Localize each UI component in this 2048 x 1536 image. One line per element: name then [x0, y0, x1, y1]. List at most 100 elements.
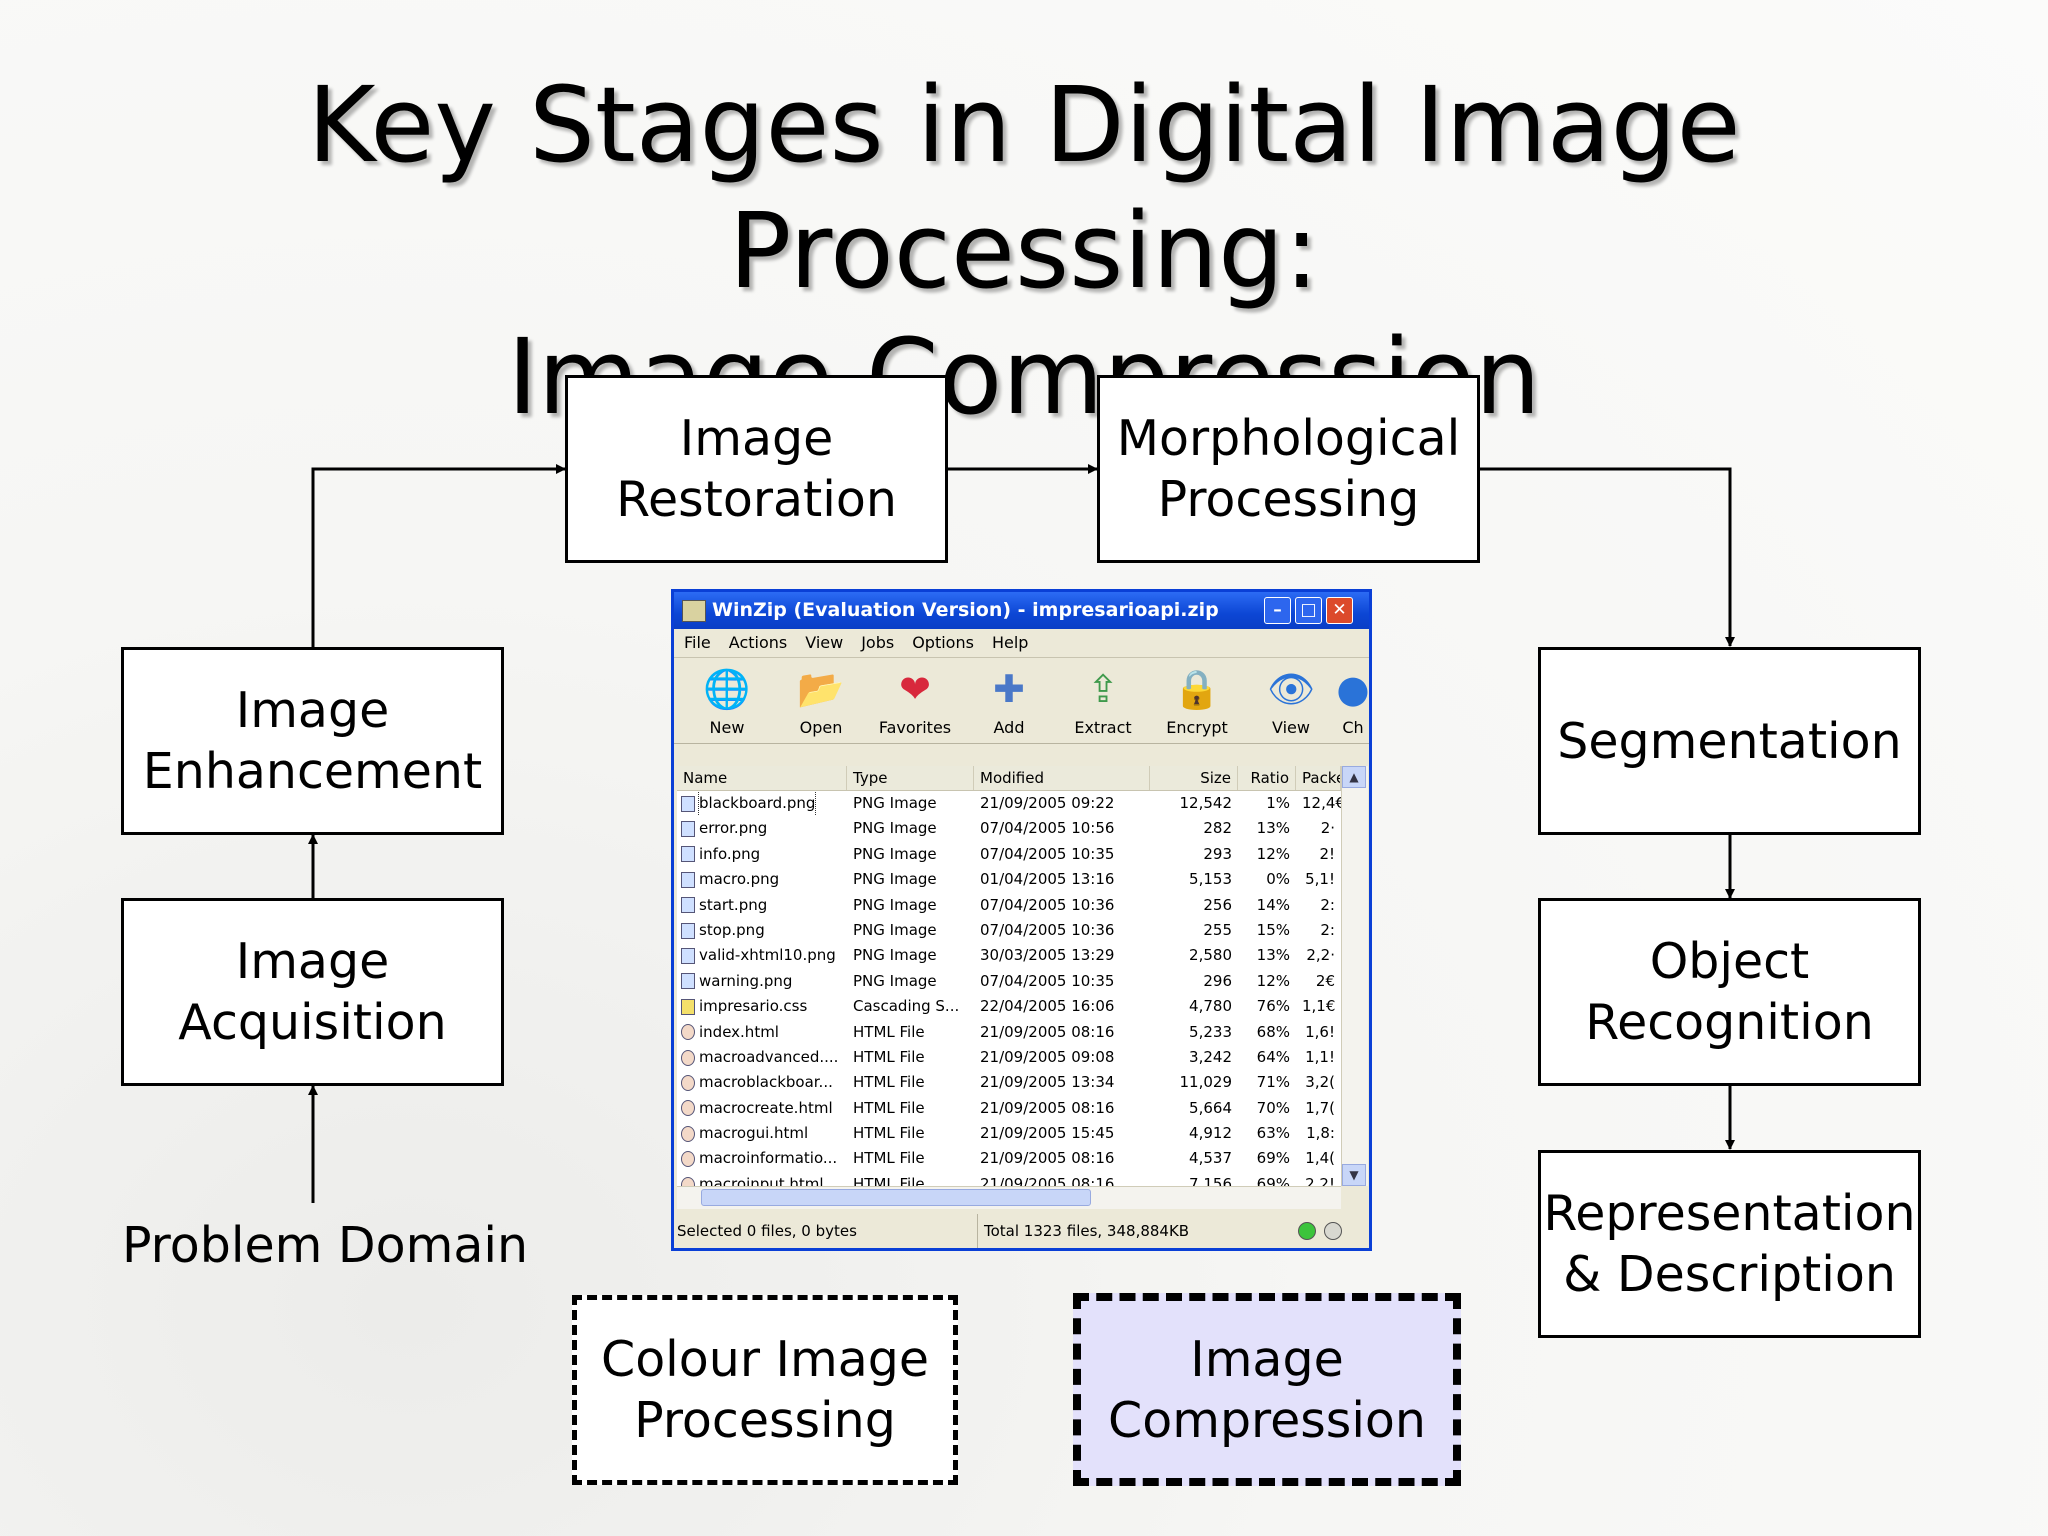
file-size-cell: 4,537 [1189, 1149, 1232, 1168]
toolbar-open-button[interactable]: 📂 Open [774, 658, 868, 743]
menu-help[interactable]: Help [991, 633, 1029, 652]
html-file-icon [681, 1024, 695, 1041]
column-header-ratio[interactable]: Ratio [1238, 766, 1296, 790]
table-row[interactable]: macroinformatio... HTML File 21/09/2005 08… [677, 1146, 1341, 1171]
png-file-icon [681, 948, 695, 965]
toolbar-view-button[interactable]: 👁 View [1244, 658, 1338, 743]
file-type-cell: HTML File [853, 1022, 925, 1041]
scroll-down-icon[interactable]: ▼ [1342, 1164, 1366, 1186]
toolbar-label: Open [799, 718, 843, 737]
file-size-cell: 12,542 [1179, 794, 1233, 812]
file-size-cell: 4,780 [1189, 997, 1232, 1016]
menu-jobs[interactable]: Jobs [861, 633, 895, 652]
column-header-modified[interactable]: Modified [974, 766, 1150, 790]
toolbar-encrypt-button[interactable]: 🔒 Encrypt [1150, 658, 1244, 743]
stage-label-line: Object [1649, 933, 1810, 990]
file-name-text: macroadvanced.... [699, 1047, 839, 1066]
problem-domain-label: Problem Domain [122, 1217, 529, 1274]
minimize-icon[interactable]: – [1264, 597, 1291, 624]
file-modified-cell: 21/09/2005 13:34 [980, 1073, 1115, 1092]
stage-label-line: Restoration [616, 471, 897, 528]
file-modified-cell: 21/09/2005 08:16 [980, 1149, 1115, 1168]
stage-segmentation: Segmentation [1538, 647, 1921, 835]
column-header-packed[interactable]: Packe [1296, 766, 1341, 790]
stage-label-line: Processing [1157, 471, 1420, 528]
menu-options[interactable]: Options [912, 633, 974, 652]
file-modified-cell: 07/04/2005 10:36 [980, 920, 1115, 939]
menu-file[interactable]: File [684, 633, 711, 652]
vertical-scrollbar[interactable]: ▲ ▼ [1341, 766, 1368, 1186]
file-name-text: macroblackboar... [699, 1073, 833, 1092]
file-packed-cell: 3,2( [1305, 1073, 1335, 1092]
png-file-icon [681, 795, 695, 812]
column-header-name[interactable]: Name [677, 766, 847, 790]
column-header-size[interactable]: Size [1150, 766, 1238, 790]
html-file-icon [681, 1074, 695, 1091]
horizontal-scrollbar[interactable] [677, 1186, 1341, 1209]
stage-label-line: Acquisition [178, 994, 447, 1051]
winzip-menubar: File Actions View Jobs Options Help [674, 629, 1369, 658]
file-size-cell: 296 [1203, 971, 1232, 990]
file-name-cell: index.html [677, 1020, 847, 1045]
winzip-titlebar[interactable]: WinZip (Evaluation Version) - impresario… [674, 592, 1369, 629]
file-name-text: macroinput.html [699, 1174, 824, 1186]
file-ratio-cell: 64% [1256, 1047, 1290, 1066]
close-icon[interactable]: ✕ [1326, 597, 1353, 624]
file-size-cell: 255 [1203, 920, 1232, 939]
html-file-icon [681, 1100, 695, 1117]
file-size-cell: 5,233 [1189, 1022, 1232, 1041]
toolbar-new-button[interactable]: 🌐 New [680, 658, 774, 743]
file-ratio-cell: 13% [1256, 946, 1290, 965]
stage-label-line: Morphological [1116, 410, 1461, 467]
menu-actions[interactable]: Actions [728, 633, 788, 652]
stage-label-line: Enhancement [142, 743, 483, 800]
toolbar-favorites-button[interactable]: ❤ Favorites [868, 658, 962, 743]
file-ratio-cell: 0% [1266, 870, 1290, 889]
stage-image-restoration: Image Restoration [565, 375, 948, 563]
file-ratio-cell: 12% [1256, 971, 1290, 990]
horizontal-scroll-thumb[interactable] [701, 1189, 1091, 1206]
file-ratio-cell: 14% [1256, 895, 1290, 914]
file-name-text: info.png [699, 844, 761, 863]
file-size-cell: 282 [1203, 819, 1232, 838]
toolbar-checkout-button[interactable]: ● Ch [1338, 658, 1368, 743]
maximize-icon[interactable]: □ [1295, 597, 1322, 624]
toolbar-add-button[interactable]: ✚ Add [962, 658, 1056, 743]
file-name-cell: macro.png [677, 867, 847, 892]
file-modified-cell: 01/04/2005 13:16 [980, 870, 1115, 889]
column-header-type[interactable]: Type [847, 766, 974, 790]
file-type-cell: HTML File [853, 1149, 925, 1168]
menu-view[interactable]: View [805, 633, 844, 652]
file-name-cell: macroblackboar... [677, 1070, 847, 1095]
file-ratio-cell: 68% [1256, 1022, 1290, 1041]
png-file-icon [681, 846, 695, 863]
file-name-cell: error.png [677, 816, 847, 841]
add-icon: ✚ [993, 667, 1025, 711]
file-ratio-cell: 70% [1256, 1098, 1290, 1117]
stage-object-recognition: Object Recognition [1538, 898, 1921, 1086]
scroll-up-icon[interactable]: ▲ [1342, 766, 1366, 788]
file-ratio-cell: 71% [1256, 1073, 1290, 1092]
lock-icon: 🔒 [1173, 667, 1221, 711]
file-type-cell: HTML File [853, 1124, 925, 1143]
file-name-cell: warning.png [677, 969, 847, 994]
file-type-cell: PNG Image [853, 946, 937, 965]
toolbar-extract-button[interactable]: ⇪ Extract [1056, 658, 1150, 743]
file-name-text: macroinformatio... [699, 1149, 838, 1168]
